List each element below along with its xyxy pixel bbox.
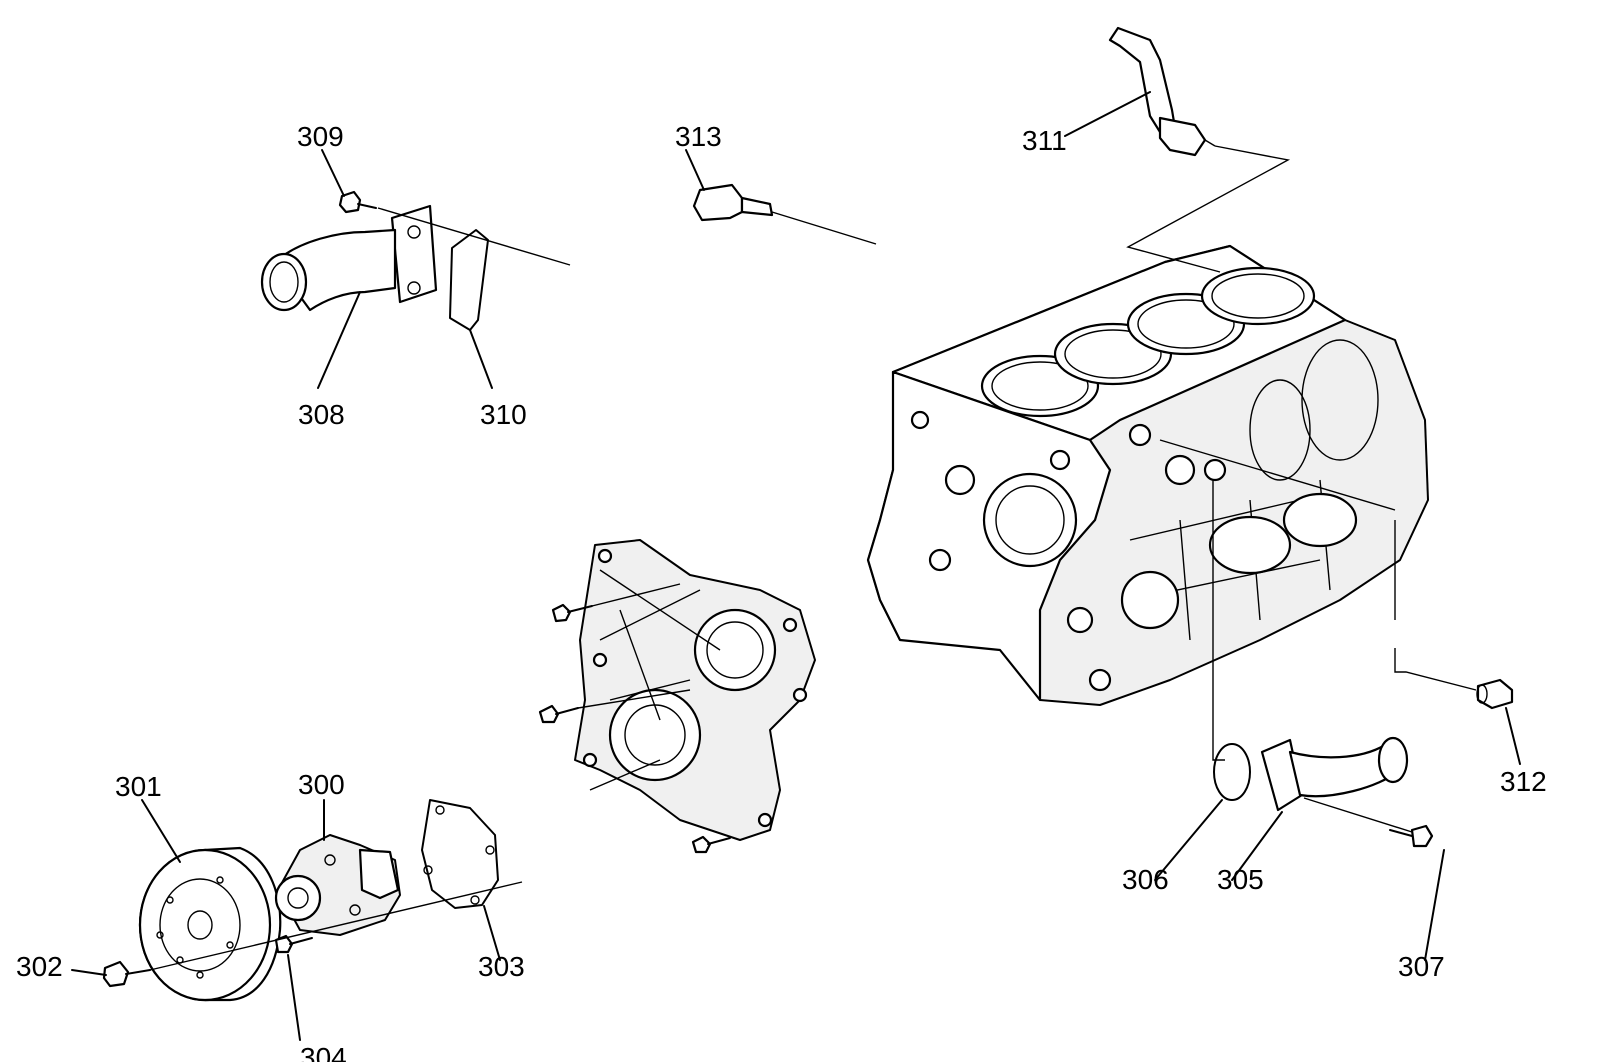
engine-block bbox=[866, 244, 1429, 706]
part-309-bolt bbox=[338, 190, 377, 214]
cover-bolts bbox=[538, 603, 731, 854]
part-306-seal bbox=[1213, 743, 1251, 801]
callout-308: 308 bbox=[298, 399, 345, 430]
part-310-gasket bbox=[449, 229, 489, 331]
part-303-gasket bbox=[421, 799, 499, 909]
part-304-bolt bbox=[274, 934, 313, 954]
callout-305: 305 bbox=[1217, 864, 1264, 895]
callout-303: 303 bbox=[478, 951, 525, 982]
callout-310: 310 bbox=[480, 399, 527, 430]
front-cover bbox=[574, 539, 816, 841]
callout-304: 304 bbox=[300, 1042, 347, 1062]
callout-312: 312 bbox=[1500, 766, 1547, 797]
part-313-sensor bbox=[692, 183, 774, 222]
callout-306: 306 bbox=[1122, 864, 1169, 895]
callout-307: 307 bbox=[1398, 951, 1445, 982]
callout-309: 309 bbox=[297, 121, 344, 152]
callout-300: 300 bbox=[298, 769, 345, 800]
part-308-outlet-elbow bbox=[260, 204, 438, 312]
part-312-plug bbox=[1476, 678, 1514, 710]
part-311-coolant-pipe bbox=[1108, 26, 1216, 157]
part-307-bolt bbox=[1389, 824, 1434, 848]
callout-313: 313 bbox=[675, 121, 722, 152]
callout-302: 302 bbox=[16, 951, 63, 982]
callout-311: 311 bbox=[1022, 125, 1067, 156]
leader-lines bbox=[71, 91, 1521, 1041]
part-301-pulley bbox=[138, 846, 282, 1002]
callout-301: 301 bbox=[115, 771, 162, 802]
part-302-bolt bbox=[102, 960, 151, 988]
part-300-water-pump bbox=[274, 834, 401, 936]
part-305-water-outlet bbox=[1260, 736, 1409, 812]
